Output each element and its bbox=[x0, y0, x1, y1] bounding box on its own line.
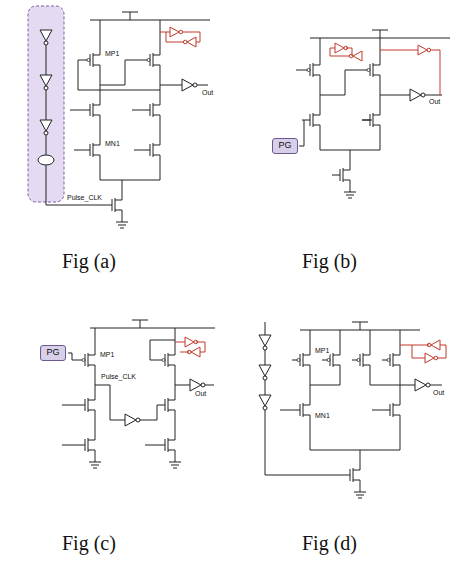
inverter-symbol bbox=[187, 347, 200, 357]
inverter-chain bbox=[38, 30, 54, 165]
inverter-symbol bbox=[335, 43, 348, 53]
inverter-symbol bbox=[40, 120, 52, 135]
pmos-symbol bbox=[352, 348, 370, 372]
nmos-symbol bbox=[332, 163, 350, 187]
pmos-symbol bbox=[302, 58, 320, 82]
nmos-symbol bbox=[382, 398, 400, 422]
wire bbox=[296, 30, 450, 163]
nmos-symbol bbox=[302, 108, 320, 132]
circuit-d bbox=[259, 322, 446, 498]
signal-label: Out bbox=[194, 390, 207, 398]
figure-caption: Fig (b) bbox=[302, 250, 357, 272]
nmos-symbol bbox=[142, 138, 160, 162]
figure-caption: Fig (d) bbox=[302, 532, 357, 554]
wire bbox=[380, 50, 440, 95]
inverter-symbol bbox=[349, 51, 362, 61]
pmos-symbol bbox=[292, 348, 310, 372]
block-label: PG bbox=[278, 141, 292, 151]
inverter-symbol bbox=[427, 340, 440, 350]
inverter-symbol bbox=[40, 75, 52, 90]
nmos-symbol bbox=[104, 193, 122, 217]
inverter-symbol bbox=[259, 365, 271, 380]
signal-label: MP1 bbox=[104, 50, 120, 58]
pmos-symbol bbox=[82, 48, 100, 72]
inverter-symbol bbox=[183, 37, 196, 47]
nmos-symbol bbox=[82, 138, 100, 162]
wire bbox=[46, 45, 47, 155]
inverter-symbol bbox=[185, 337, 198, 347]
pmos-symbol bbox=[77, 348, 95, 372]
nmos-symbol bbox=[142, 98, 160, 122]
signal-label: MN1 bbox=[104, 140, 121, 148]
pulse-generator-box: PG bbox=[40, 345, 66, 361]
pmos-symbol bbox=[157, 348, 175, 372]
ground-symbol bbox=[169, 457, 181, 468]
inverter-symbol bbox=[425, 353, 438, 363]
wire bbox=[175, 342, 205, 352]
wire bbox=[70, 12, 210, 193]
signal-label: Out bbox=[201, 89, 214, 97]
figure-caption: Fig (a) bbox=[62, 250, 116, 272]
inverter-symbol bbox=[40, 30, 52, 45]
figure-caption: Fig (c) bbox=[62, 532, 116, 554]
nmos-symbol bbox=[342, 463, 360, 487]
nmos-symbol bbox=[292, 398, 310, 422]
nmos-symbol bbox=[157, 393, 175, 417]
wire bbox=[62, 320, 215, 445]
pmos-symbol bbox=[382, 348, 400, 372]
ground-symbol bbox=[354, 487, 366, 498]
block-label: PG bbox=[46, 348, 60, 358]
keeper-wire bbox=[160, 32, 200, 42]
signal-label: Out bbox=[432, 389, 445, 397]
circuit-a bbox=[28, 6, 210, 228]
inverter-symbol bbox=[418, 45, 431, 55]
signal-label: MN1 bbox=[314, 412, 331, 420]
wire bbox=[46, 165, 104, 205]
signal-label: Pulse_CLK bbox=[100, 373, 137, 381]
nmos-symbol bbox=[77, 393, 95, 417]
ground-symbol bbox=[89, 457, 101, 468]
wire bbox=[400, 345, 446, 358]
ground-symbol bbox=[344, 187, 356, 198]
nmos-symbol bbox=[362, 108, 380, 132]
circuit-c bbox=[62, 320, 215, 468]
signal-label: MP1 bbox=[314, 347, 330, 355]
inverter-symbol bbox=[182, 79, 197, 91]
pulse-generator-box: PG bbox=[272, 138, 298, 154]
nmos-symbol bbox=[77, 433, 95, 457]
inverter-symbol bbox=[259, 335, 271, 350]
inverter-symbol bbox=[415, 379, 430, 391]
signal-label: Out bbox=[428, 98, 441, 106]
wire bbox=[330, 48, 352, 56]
nmos-symbol bbox=[82, 98, 100, 122]
inverter-symbol bbox=[170, 27, 183, 37]
inverter-symbol bbox=[125, 414, 140, 426]
ground-symbol bbox=[116, 217, 128, 228]
circuit-part bbox=[38, 155, 54, 165]
nmos-symbol bbox=[157, 433, 175, 457]
circuit-b bbox=[296, 30, 450, 198]
pmos-symbol bbox=[142, 48, 160, 72]
inverter-symbol bbox=[259, 395, 271, 410]
pmos-symbol bbox=[362, 58, 380, 82]
signal-label: Pulse_CLK bbox=[66, 194, 103, 202]
inverter-symbol bbox=[410, 89, 425, 101]
signal-label: MP1 bbox=[99, 351, 115, 359]
